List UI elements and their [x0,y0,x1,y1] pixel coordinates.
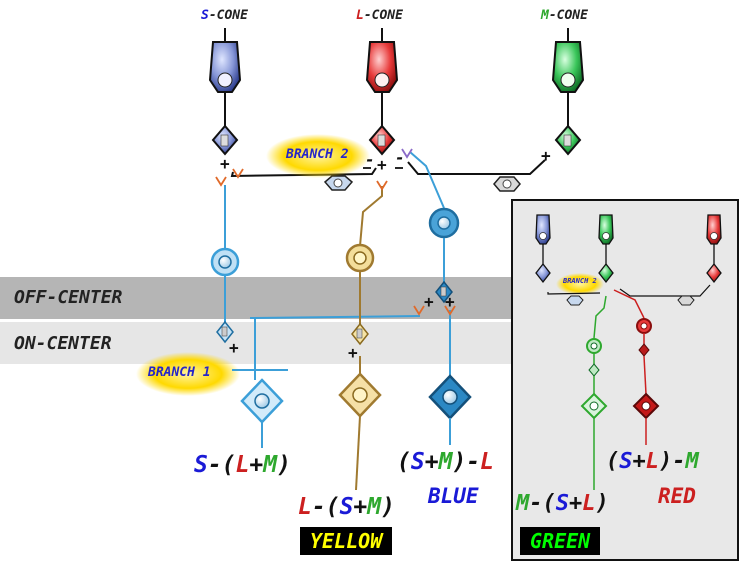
plus-sign-l: + [377,155,387,174]
l-minus-sm-pathway [338,186,383,491]
formula-s-minus-lm: S-(L+M) [194,452,291,478]
blue-label: BLUE [428,484,479,508]
branch-2-highlight [266,134,370,178]
minus-sign-l-right: - [395,148,405,167]
plus-sign-blue-right: + [445,292,455,311]
s-minus-lm-pathway [210,185,421,448]
formula-m-minus-sl: M-(S+L) [516,491,609,516]
formula-sm-minus-l: (S+M)-L [397,449,494,475]
plus-sign-blue-left: + [424,292,434,311]
m-cone-label: M-CONE [541,8,588,23]
formula-l-minus-sm: L-(S+M) [298,494,395,520]
yellow-label: YELLOW [300,527,393,555]
l-cone-label: L-CONE [356,8,403,23]
minus-sign-l-left: - [365,150,375,169]
plus-sign-yellow: + [348,343,358,362]
sm-minus-l-pathway [409,151,472,445]
formula-sl-minus-m: (S+L)-M [606,449,699,474]
on-center-label: ON-CENTER [14,333,112,354]
branch-2-label: BRANCH 2 [286,147,349,162]
inset-branch-2-label: BRANCH 2 [563,277,597,285]
synapse-arrows [215,148,456,316]
red-label: RED [658,484,696,508]
inset-panel-green-red [511,199,739,561]
plus-sign-branch1: + [229,338,239,357]
plus-sign-s: + [220,154,230,173]
on-center-band [0,322,514,364]
plus-sign-m: + [541,146,551,165]
branch-1-label: BRANCH 1 [148,365,211,380]
s-cone [208,28,242,156]
green-label: GREEN [520,527,601,555]
m-cone [551,28,585,156]
off-center-band [0,277,514,319]
l-cone [365,28,399,156]
branch-1-highlight [136,352,240,396]
off-center-label: OFF-CENTER [14,287,123,308]
s-cone-label: S-CONE [201,8,248,23]
